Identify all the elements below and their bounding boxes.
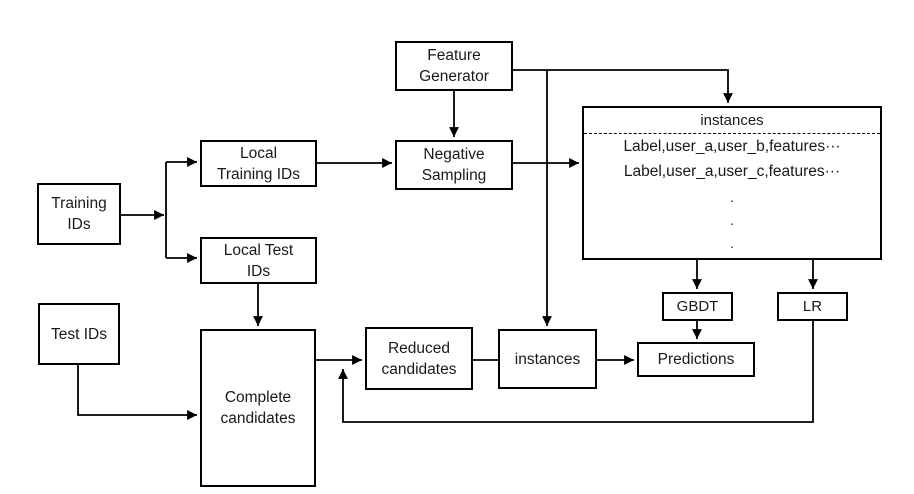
node-test-ids: Test IDs xyxy=(38,303,120,365)
node-negative-sampling: Negative Sampling xyxy=(395,140,513,190)
node-gbdt: GBDT xyxy=(662,292,733,321)
node-negative-sampling-label: Negative Sampling xyxy=(421,146,487,184)
instances-table-row: Label,user_a,user_c,features··· xyxy=(623,163,841,180)
connector-feature-generator-to-instances-table xyxy=(513,69,733,104)
node-reduced-candidates-label: Reduced candidates xyxy=(381,339,457,378)
node-local-training-ids: Local Training IDs xyxy=(200,140,317,187)
node-reduced-candidates: Reduced candidates xyxy=(365,327,473,390)
node-complete-candidates: Complete candidates xyxy=(200,329,316,487)
node-instances-label: instances xyxy=(514,350,581,368)
node-feature-generator: Feature Generator xyxy=(395,41,513,91)
node-predictions-label: Predictions xyxy=(657,351,735,368)
node-gbdt-label: GBDT xyxy=(676,298,719,315)
node-instances: instances xyxy=(498,329,597,389)
node-lr: LR xyxy=(777,292,848,321)
node-local-test-ids: Local Test IDs xyxy=(200,237,317,284)
node-test-ids-label: Test IDs xyxy=(51,325,107,343)
node-predictions: Predictions xyxy=(637,342,755,377)
instances-table-vertical-ellipsis: . . . xyxy=(730,189,734,251)
node-feature-generator-label: Feature Generator xyxy=(419,47,489,85)
node-local-test-ids-label: Local Test IDs xyxy=(223,241,294,280)
instances-table-title: instances xyxy=(584,108,880,134)
node-lr-label: LR xyxy=(802,298,823,315)
connector-lr-feedback-to-reduced-candidates xyxy=(338,321,814,423)
node-training-ids: Training IDs xyxy=(37,183,121,245)
connector-test-ids-to-complete-candidates xyxy=(77,365,197,420)
instances-table-row: Label,user_a,user_b,features··· xyxy=(623,138,841,155)
node-instances-table: instances Label,user_a,user_b,features··… xyxy=(582,106,882,260)
node-local-training-ids-label: Local Training IDs xyxy=(217,144,300,183)
node-complete-candidates-label: Complete candidates xyxy=(220,389,296,427)
node-training-ids-label: Training IDs xyxy=(51,195,107,233)
